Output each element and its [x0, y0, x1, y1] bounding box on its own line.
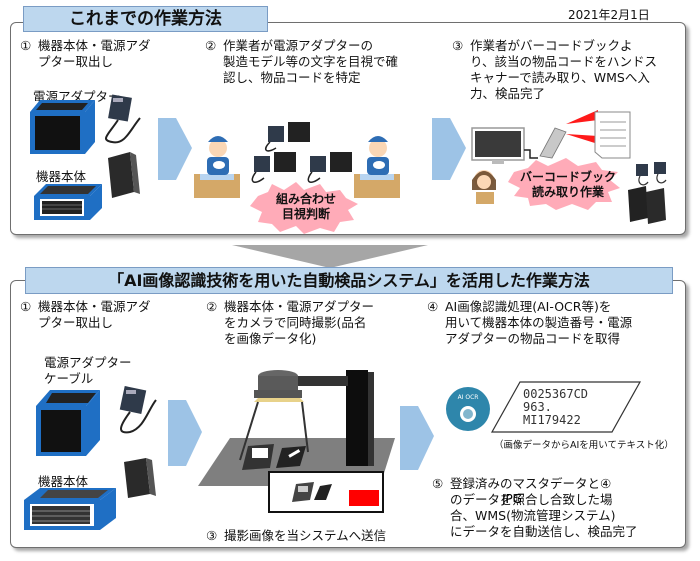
device-icon — [108, 152, 140, 198]
visual-check-callout: 組み合わせ 目視判断 — [266, 192, 346, 222]
step-number: ③ — [452, 38, 464, 53]
barcode-scanner-icon — [539, 110, 598, 159]
step-text: 合、WMS(物流管理システム) — [450, 508, 616, 523]
device-crate-icon — [34, 184, 102, 220]
step-number: ② — [205, 38, 217, 53]
before-step-1: ① 機器本体・電源アダ プター取出し — [20, 38, 180, 70]
callout-line: 組み合わせ — [275, 192, 336, 206]
ocr-line: 0025367CD — [523, 387, 589, 401]
after-step-2: ② 機器本体・電源アダプター をカメラで同時撮影(品名 を画像データ化) — [206, 299, 406, 347]
callout-line: バーコードブック — [519, 170, 616, 184]
step-text: 機器本体・電源アダプター — [224, 299, 375, 314]
step-text: 作業者がバーコードブックよ — [470, 38, 633, 53]
adapter-cable-label: 電源アダプター ケーブル — [44, 355, 132, 387]
after-step-1: ① 機器本体・電源アダ プター取出し — [20, 299, 180, 331]
adapter-pile-icon — [251, 122, 352, 183]
step-text: 機器本体・電源アダ — [38, 38, 151, 53]
callout-line: 目視判断 — [281, 207, 330, 221]
step-text: をカメラで同時撮影(品名 — [224, 315, 367, 330]
step-text: キャナーで読み取り、WMSへ入 — [470, 70, 650, 85]
arrow-right-icon — [432, 118, 466, 180]
visual-check-burst — [250, 182, 358, 234]
device-stack-icon — [628, 162, 667, 224]
ai-ocr-badge-label: AI OCR — [457, 394, 479, 401]
step-text: にデータを自動送信し、検品完了 — [450, 524, 638, 539]
jpg-label: JPG — [501, 492, 523, 506]
step-text: AI画像認識処理(AI-OCR等)を — [445, 299, 612, 314]
arrow-down-icon — [232, 245, 428, 268]
worker-icon — [194, 136, 240, 198]
step-number: ⑤ — [432, 476, 444, 491]
callout-line: 読み取り作業 — [531, 185, 604, 199]
after-step-3: ③ 撮影画像を当システムへ送信 — [206, 528, 436, 544]
before-title: これまでの作業方法 — [23, 6, 268, 32]
adapter-crate-icon — [30, 100, 95, 154]
before-step-3: ③ 作業者がバーコードブックよ り、該当の物品コードをハンドス キャナーで読み取り… — [452, 38, 682, 102]
device-label: 機器本体 — [38, 474, 89, 489]
step-text: 用いて機器本体の製造番号・電源 — [445, 315, 633, 330]
step-text: 作業者が電源アダプターの — [223, 38, 374, 53]
step-text: 製造モデル等の文字を目視で確 — [223, 54, 399, 69]
barcode-book-icon — [594, 111, 631, 159]
step-text: アダプターの物品コードを取得 — [445, 331, 621, 346]
step-text: を画像データ化) — [224, 331, 317, 346]
before-step-2: ② 作業者が電源アダプターの 製造モデル等の文字を目視で確 認し、物品コードを特定 — [205, 38, 435, 86]
step-number: ① — [20, 299, 32, 314]
barcode-reading-burst — [508, 158, 620, 210]
after-title: 「AI画像認識技術を用いた自動検品システム」を活用した作業方法 — [25, 267, 673, 294]
step-number: ③ — [206, 528, 218, 543]
worker-icon — [472, 170, 496, 204]
barcode-reading-callout: バーコードブック 読み取り作業 — [512, 170, 624, 200]
step-text: のデータを照合し合致した場 — [450, 492, 613, 507]
worker-icon — [354, 136, 400, 198]
ocr-result-text: 0025367CD 963. MI179422 — [523, 388, 588, 427]
device-label: 機器本体 — [36, 169, 87, 184]
step-text: プター取出し — [38, 315, 114, 330]
step-number: ④ — [427, 299, 439, 314]
label-line: ケーブル — [44, 371, 94, 386]
after-step-4: ④ AI画像認識処理(AI-OCR等)を 用いて機器本体の製造番号・電源 アダプタ… — [427, 299, 687, 347]
step-number: ② — [206, 299, 218, 314]
ocr-line: MI179422 — [523, 413, 581, 427]
document-date: 2021年2月1日 — [568, 8, 650, 22]
ocr-line: 963. — [523, 400, 552, 414]
arrow-right-icon — [158, 118, 192, 180]
power-adapter-icon — [105, 94, 141, 144]
step-text: 力、検品完了 — [470, 86, 546, 101]
ocr-note: （画像データからAIを用いてテキスト化） — [494, 440, 674, 451]
step-text: り、該当の物品コードをハンドス — [470, 54, 658, 69]
step-number: ① — [20, 38, 32, 53]
step-text: 撮影画像を当システムへ送信 — [224, 528, 387, 543]
after-step-5: ⑤ 登録済みのマスタデータと④ のデータを照合し合致した場 合、WMS(物流管理シ… — [432, 476, 687, 540]
step-text: プター取出し — [38, 54, 114, 69]
step-text: 認し、物品コードを特定 — [223, 70, 361, 85]
label-line: 電源アダプター — [44, 355, 132, 370]
monitor-icon — [471, 127, 538, 164]
step-text: 登録済みのマスタデータと④ — [450, 476, 612, 491]
step-text: 機器本体・電源アダ — [38, 299, 151, 314]
